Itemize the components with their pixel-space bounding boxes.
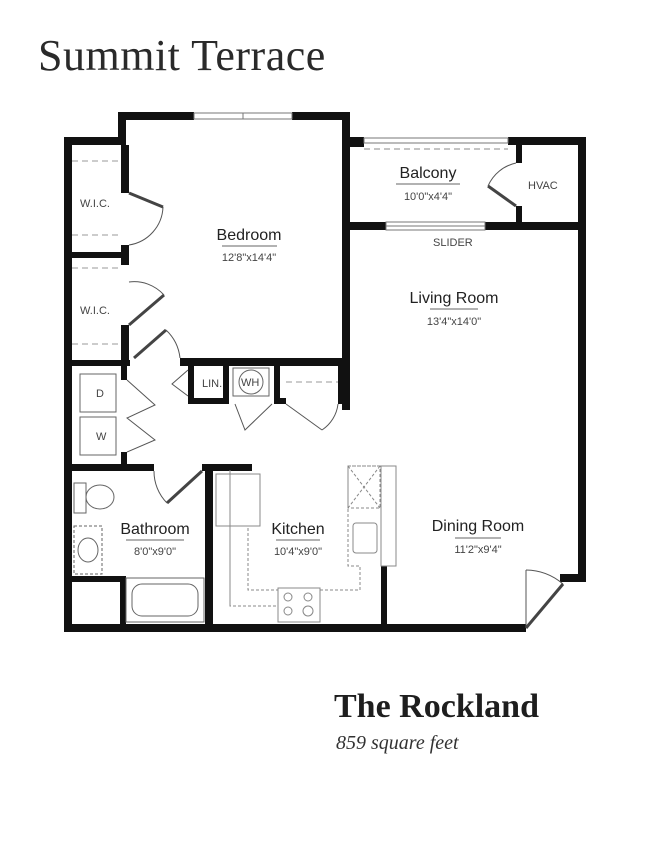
room-name-kitchen: Kitchen xyxy=(271,521,324,538)
unit-name: The Rockland xyxy=(334,688,539,725)
room-dimensions-kitchen: 10'4"x9'0" xyxy=(274,546,322,558)
label-hvac: HVAC xyxy=(528,180,558,192)
slider-door xyxy=(385,221,486,231)
walls xyxy=(64,112,586,632)
label-water-heater: WH xyxy=(241,377,259,389)
label-dryer: D xyxy=(96,388,104,400)
label-wic-1: W.I.C. xyxy=(80,198,110,210)
room-dimensions-living-room: 13'4"x14'0" xyxy=(427,316,481,328)
label-linen: LIN. xyxy=(202,378,222,390)
windows xyxy=(193,112,509,144)
property-title: Summit Terrace xyxy=(38,31,326,80)
room-name-living-room: Living Room xyxy=(410,290,499,307)
room-dimensions-balcony: 10'0"x4'4" xyxy=(404,191,452,203)
room-dimensions-bedroom: 12'8"x14'4" xyxy=(222,252,276,264)
room-dimensions-dining-room: 11'2"x9'4" xyxy=(454,544,501,556)
label-washer: W xyxy=(96,431,107,443)
room-name-balcony: Balcony xyxy=(400,165,457,182)
room-name-bedroom: Bedroom xyxy=(217,227,282,244)
room-name-dining-room: Dining Room xyxy=(432,518,524,535)
room-name-bathroom: Bathroom xyxy=(120,521,189,538)
label-wic-2: W.I.C. xyxy=(80,305,110,317)
unit-square-feet: 859 square feet xyxy=(336,732,459,754)
room-dimensions-bathroom: 8'0"x9'0" xyxy=(134,546,176,558)
label-slider: SLIDER xyxy=(433,237,473,249)
